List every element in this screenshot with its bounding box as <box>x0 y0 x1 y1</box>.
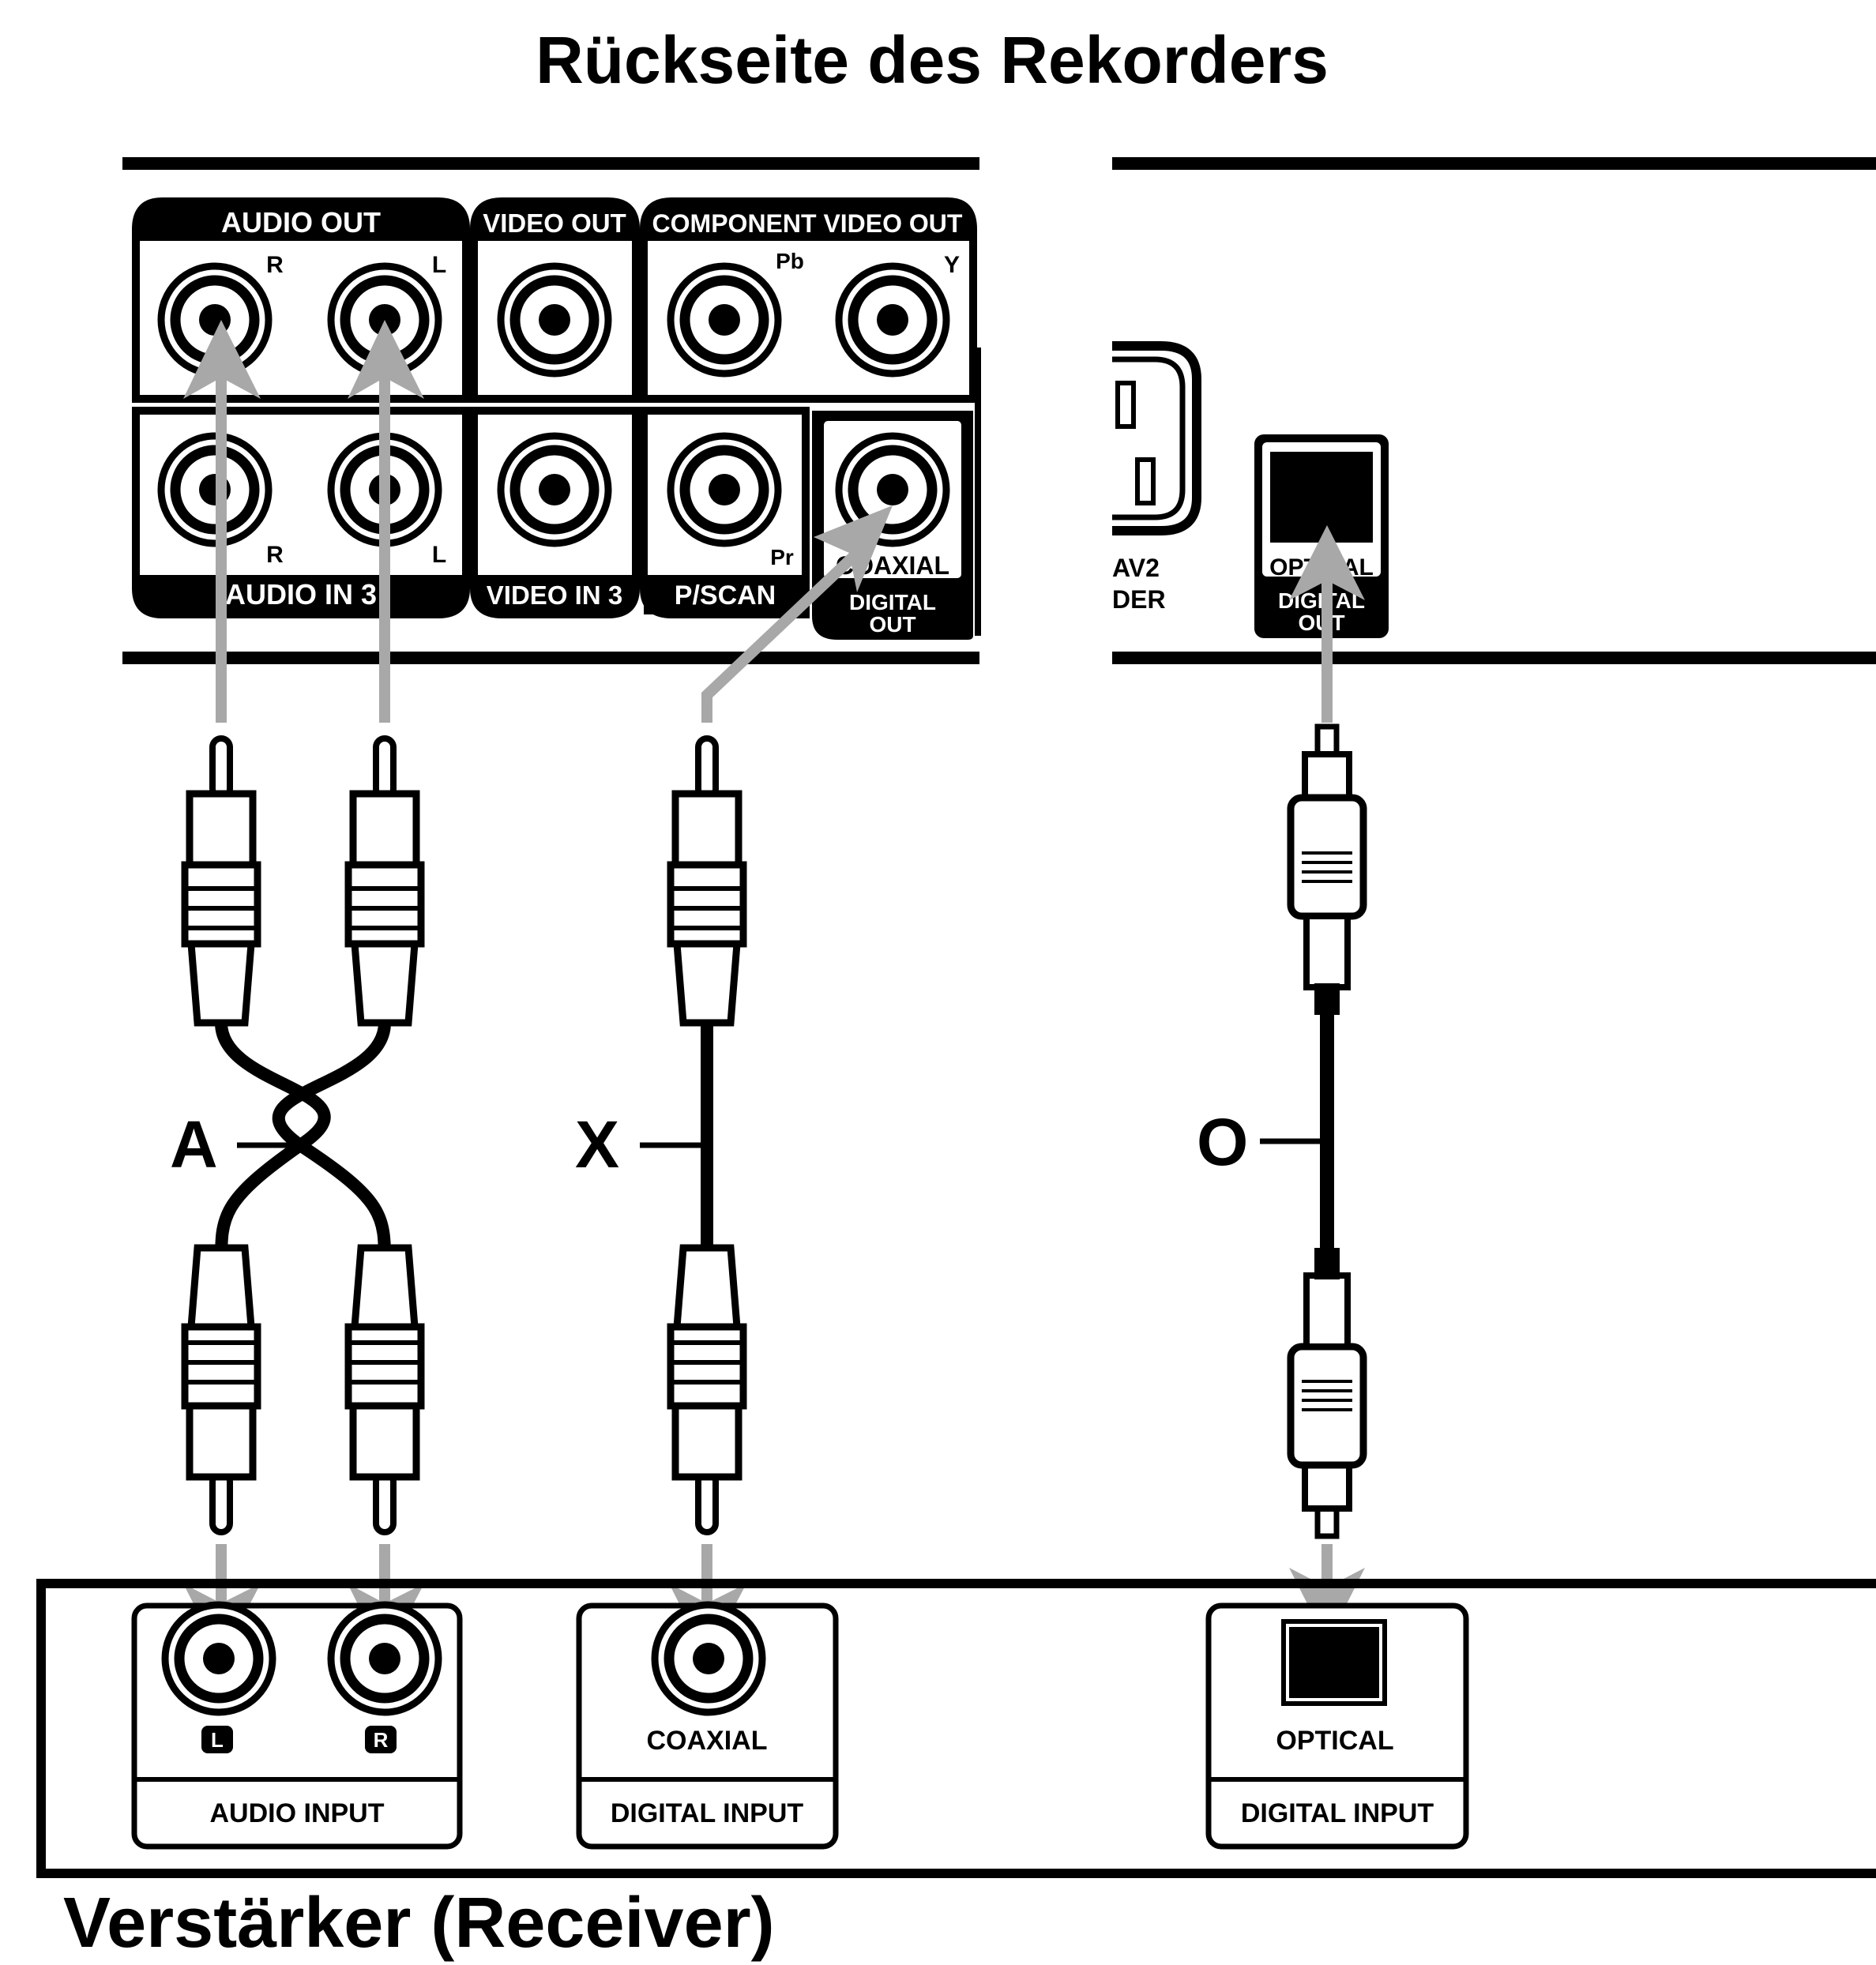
label-digital-input-coaxial: DIGITAL INPUT <box>611 1798 804 1828</box>
plug-a-top-left <box>185 738 258 1023</box>
jack-video-out <box>501 266 608 374</box>
label-audio-input: AUDIO INPUT <box>210 1798 385 1828</box>
jack-video-in <box>501 436 608 543</box>
label-receiver-coaxial: COAXIAL <box>647 1726 768 1756</box>
label-audio-out: AUDIO OUT <box>221 206 381 239</box>
label-video-out: VIDEO OUT <box>483 209 626 238</box>
jack-component-pr <box>671 436 778 543</box>
label-pb: Pb <box>776 249 804 273</box>
cable-label-o: O <box>1197 1105 1248 1179</box>
cable-label-a: A <box>170 1107 218 1182</box>
av2-pin-2 <box>1135 457 1156 505</box>
diagram-title-bottom: Verstärker (Receiver) <box>63 1884 775 1963</box>
plug-a-top-right <box>348 738 421 1023</box>
receiver-panel: L R AUDIO INPUT COAXIAL DIGITAL INPUT OP… <box>36 1579 1876 1878</box>
plug-x-bottom <box>671 1248 743 1532</box>
receiver-optical-port <box>1281 1619 1387 1706</box>
av2-pin-1 <box>1115 381 1136 429</box>
label-digital-input-optical: DIGITAL INPUT <box>1241 1798 1434 1828</box>
plug-a-bottom-left <box>185 1248 258 1532</box>
label-l-bottom: L <box>432 542 446 568</box>
plug-o-top <box>1291 727 1363 1015</box>
plug-o-bottom <box>1291 1248 1363 1536</box>
diagram-title-top: Rückseite des Rekorders <box>536 23 1329 97</box>
cable-o: O <box>1197 727 1363 1536</box>
label-av2-fragment: AV2 <box>1112 554 1160 582</box>
badge-right <box>365 1726 397 1753</box>
connection-arrows-up <box>183 320 1365 723</box>
optical-input-box <box>1205 1602 1469 1850</box>
label-p-scan: P/SCAN <box>675 580 776 611</box>
label-r-top: R <box>266 252 284 278</box>
label-pr: Pr <box>770 545 794 569</box>
label-y: Y <box>944 252 960 278</box>
receiver-jack-left <box>165 1605 273 1712</box>
label-badge-left: L <box>211 1728 224 1752</box>
label-digital: DIGITAL <box>849 590 936 614</box>
jack-component-pb <box>671 266 778 374</box>
label-decoder-fragment: DER <box>1112 585 1166 614</box>
plug-a-bottom-right <box>348 1248 421 1532</box>
label-video-in-3: VIDEO IN 3 <box>487 580 622 610</box>
receiver-jack-coaxial <box>655 1605 762 1712</box>
label-badge-right: R <box>374 1728 389 1752</box>
plug-x-top <box>671 738 743 1023</box>
label-audio-in-3: AUDIO IN 3 <box>225 578 377 611</box>
jack-audio-in-r <box>161 436 269 543</box>
label-out: OUT <box>869 612 915 637</box>
receiver-jack-right <box>331 1605 438 1712</box>
label-l-top: L <box>432 252 446 278</box>
label-receiver-optical: OPTICAL <box>1276 1726 1393 1756</box>
cable-label-x: X <box>575 1107 619 1182</box>
optical-out-port <box>1270 452 1373 543</box>
cable-x: X <box>575 738 743 1532</box>
badge-left <box>201 1726 233 1753</box>
label-r-bottom: R <box>266 542 284 568</box>
jack-component-y <box>839 266 946 374</box>
label-component-video-out: COMPONENT VIDEO OUT <box>652 209 963 238</box>
cable-a: A <box>170 738 421 1532</box>
